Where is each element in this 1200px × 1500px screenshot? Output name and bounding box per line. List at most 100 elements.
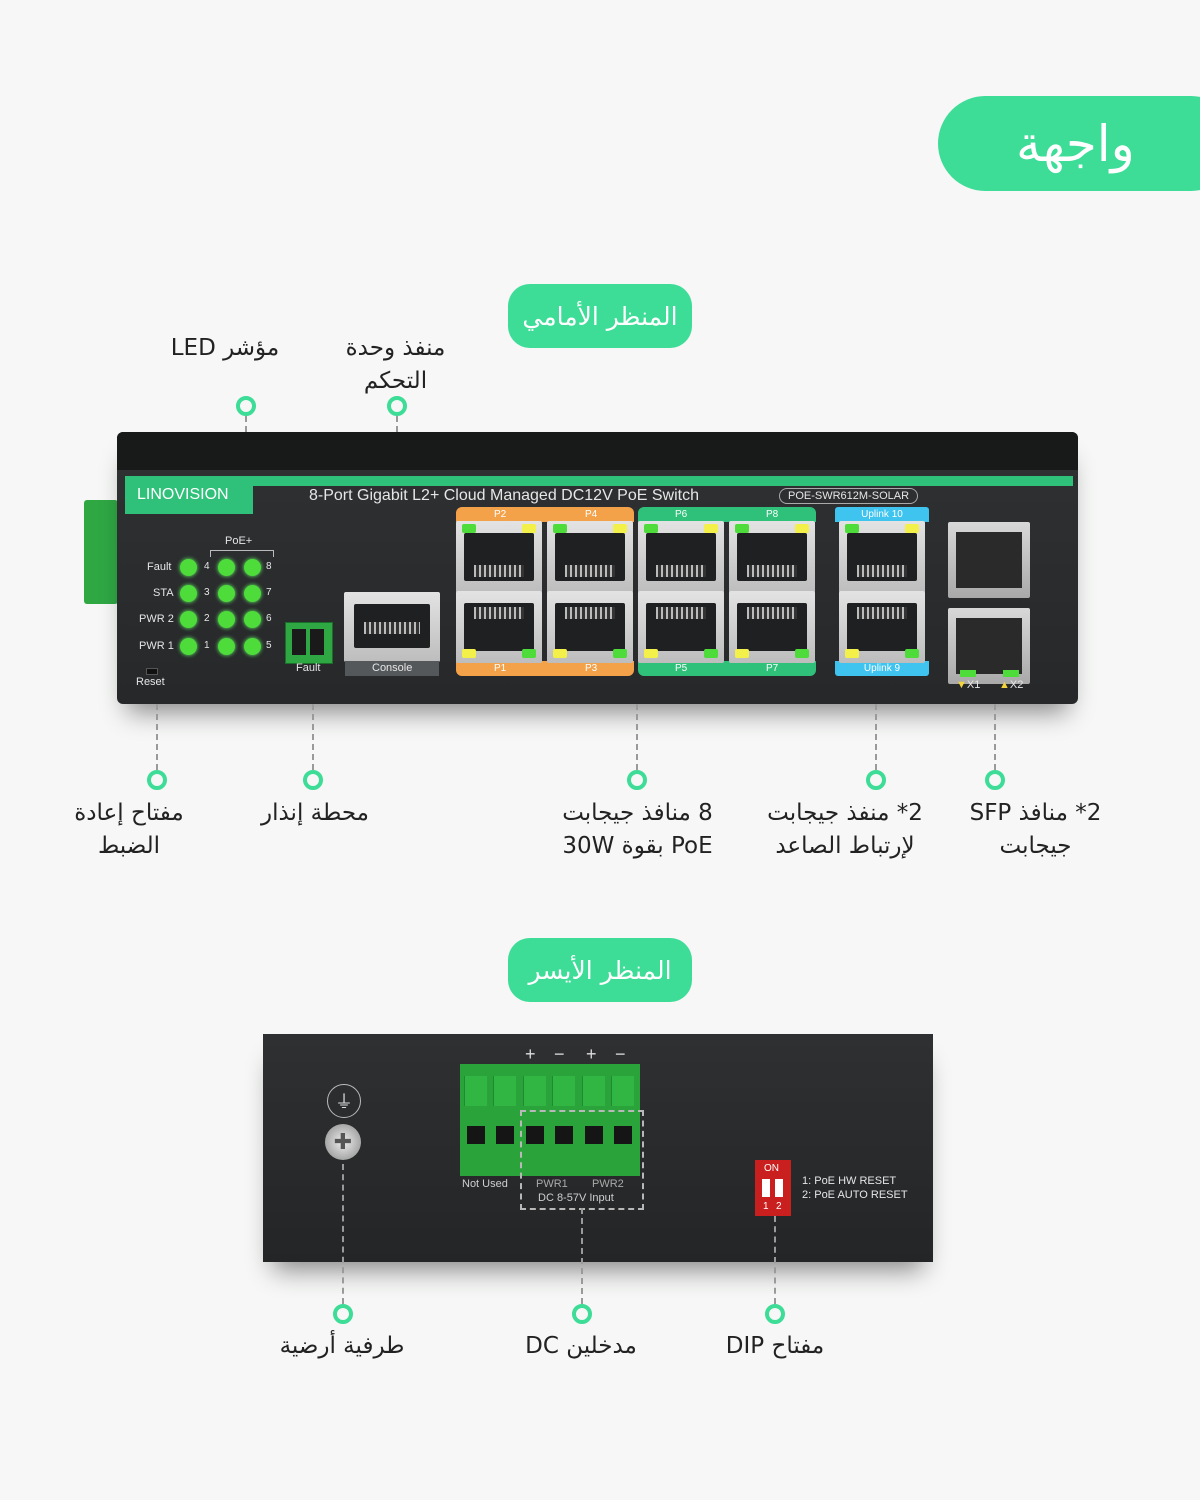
callout-line [581,1208,583,1304]
port-p6[interactable] [638,521,724,593]
front-view-title: المنظر الأمامي [508,284,692,348]
led-poe-8 [244,559,261,576]
led-number: 2 [204,613,210,624]
device-green-band [125,476,1073,486]
callout-uplink-ports: 2* منفذ جيجابت لإرتباط الصاعد [767,800,923,859]
led-fault [180,559,197,576]
status-fault: Fault [147,561,172,573]
port-p3[interactable] [547,591,633,663]
switch-front-panel: LINOVISION 8-Port Gigabit L2+ Cloud Mana… [117,432,1078,704]
port-label-p1: P1 [494,663,507,674]
port-p8[interactable] [729,521,815,593]
page-title: واجهة [938,96,1200,191]
reset-label: Reset [136,676,165,688]
dip-number: 1 [763,1201,769,1212]
dip-toggle-2[interactable] [775,1179,783,1197]
dip-on-label: ON [764,1163,779,1174]
led-pwr2 [180,611,197,628]
sfp-x2-label: ▲X2 [999,679,1024,691]
polarity-plus: + [525,1044,536,1064]
led-poe-7 [244,585,261,602]
poe-label: PoE+ [225,535,253,547]
port-p2[interactable] [456,521,542,593]
pwr2-label: PWR2 [592,1178,624,1190]
dip-switch[interactable]: ON 1 2 [755,1160,791,1216]
led-sta [180,585,197,602]
callout-sfp-ports: 2* منافذ SFP جيجابت [969,800,1102,859]
reset-button[interactable] [146,668,158,675]
din-clip [84,500,118,604]
callout-dot [866,770,886,790]
port-label-p3: P3 [585,663,598,674]
port-p4[interactable] [547,521,633,593]
port-uplink-10[interactable] [839,521,925,593]
led-poe-6 [244,611,261,628]
callout-dot [627,770,647,790]
fault-label: Fault [296,662,321,674]
callout-line [875,704,877,770]
status-pwr2: PWR 2 [139,613,174,625]
port-p7[interactable] [729,591,815,663]
led-number: 5 [266,640,272,651]
callout-dot [572,1304,592,1324]
callout-led-indicator: مؤشر LED [170,335,280,361]
polarity-plus: + [586,1044,597,1064]
port-p5[interactable] [638,591,724,663]
callout-poe-ports: 8 منافذ جيجابت PoE بقوة 30W [562,800,713,859]
polarity-minus: − [554,1044,565,1064]
callout-dc-inputs: مدخلين DC [525,1333,637,1359]
callout-alarm-terminal: محطة إنذار [260,800,370,826]
sfp-port-x2[interactable] [948,522,1030,598]
port-band-green-bottom: P5 P7 [638,661,816,676]
port-band-green-top: P6 P8 [638,507,816,522]
callout-dip-switch: مفتاح DIP [725,1333,825,1359]
status-pwr1: PWR 1 [139,640,174,652]
port-p1[interactable] [456,591,542,663]
status-sta: STA [153,587,174,599]
brand-logo: LINOVISION [125,476,253,514]
device-top-edge [117,432,1078,470]
sfp-led-x1 [960,670,976,677]
led-number: 4 [204,561,210,572]
led-number: 3 [204,587,210,598]
not-used-label: Not Used [462,1178,508,1190]
port-band-orange-bottom: P1 P3 [456,661,634,676]
port-uplink-9[interactable] [839,591,925,663]
callout-dot [985,770,1005,790]
uplink-band-top: Uplink 10 [835,507,929,522]
ground-screw-icon[interactable]: ✚ [325,1124,361,1160]
ground-icon: ⏚ [327,1084,361,1118]
dip-number: 2 [776,1201,782,1212]
switch-side-panel: + − + − ⏚ ✚ Not Used PWR1 PWR2 DC 8-57V … [263,1034,933,1262]
left-view-title: المنظر الأيسر [508,938,692,1002]
callout-line [396,416,398,432]
dip-toggle-1[interactable] [762,1179,770,1197]
callout-reset-switch: مفتاح إعادة الضبط [74,800,184,859]
port-label-p6: P6 [675,509,688,520]
sfp-led-x2 [1003,670,1019,677]
uplink-10-label: Uplink 10 [861,509,903,520]
led-number: 7 [266,587,272,598]
fault-terminal[interactable] [285,622,333,664]
console-port[interactable] [344,592,440,662]
dip-desc-1: 1: PoE HW RESET [802,1175,897,1187]
led-number: 1 [204,640,210,651]
led-number: 8 [266,561,272,572]
callout-dot [303,770,323,790]
dc-terminal-block[interactable] [460,1064,640,1176]
port-label-p8: P8 [766,509,779,520]
callout-dot [236,396,256,416]
callout-dot [387,396,407,416]
dc-input-label: DC 8-57V Input [538,1192,614,1204]
port-label-p2: P2 [494,509,507,520]
sfp-x1-label: ▼X1 [956,679,981,691]
callout-line [312,704,314,770]
polarity-minus: − [615,1044,626,1064]
dip-desc-2: 2: PoE AUTO RESET [802,1189,908,1201]
port-label-p7: P7 [766,663,779,674]
callout-dot [333,1304,353,1324]
led-poe-2 [218,611,235,628]
callout-line [156,704,158,770]
callout-line [774,1216,776,1304]
uplink-band-bottom: Uplink 9 [835,661,929,676]
